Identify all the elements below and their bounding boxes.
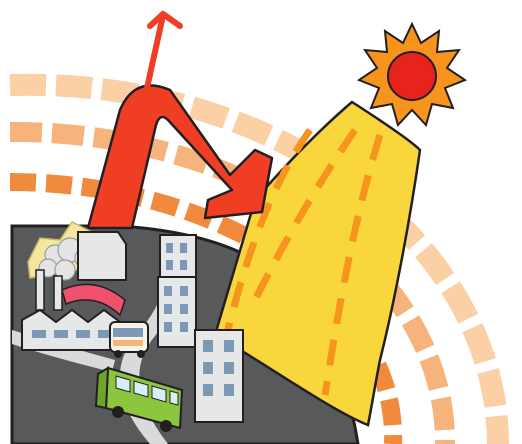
factory-tall-block bbox=[78, 232, 126, 280]
building-front bbox=[195, 330, 243, 422]
sun-icon bbox=[359, 24, 465, 125]
factory-chimney-1 bbox=[36, 270, 44, 310]
factory-chimney-2 bbox=[54, 276, 62, 310]
car-icon bbox=[110, 322, 148, 358]
building-middle bbox=[158, 277, 196, 347]
sun-core bbox=[388, 52, 436, 100]
